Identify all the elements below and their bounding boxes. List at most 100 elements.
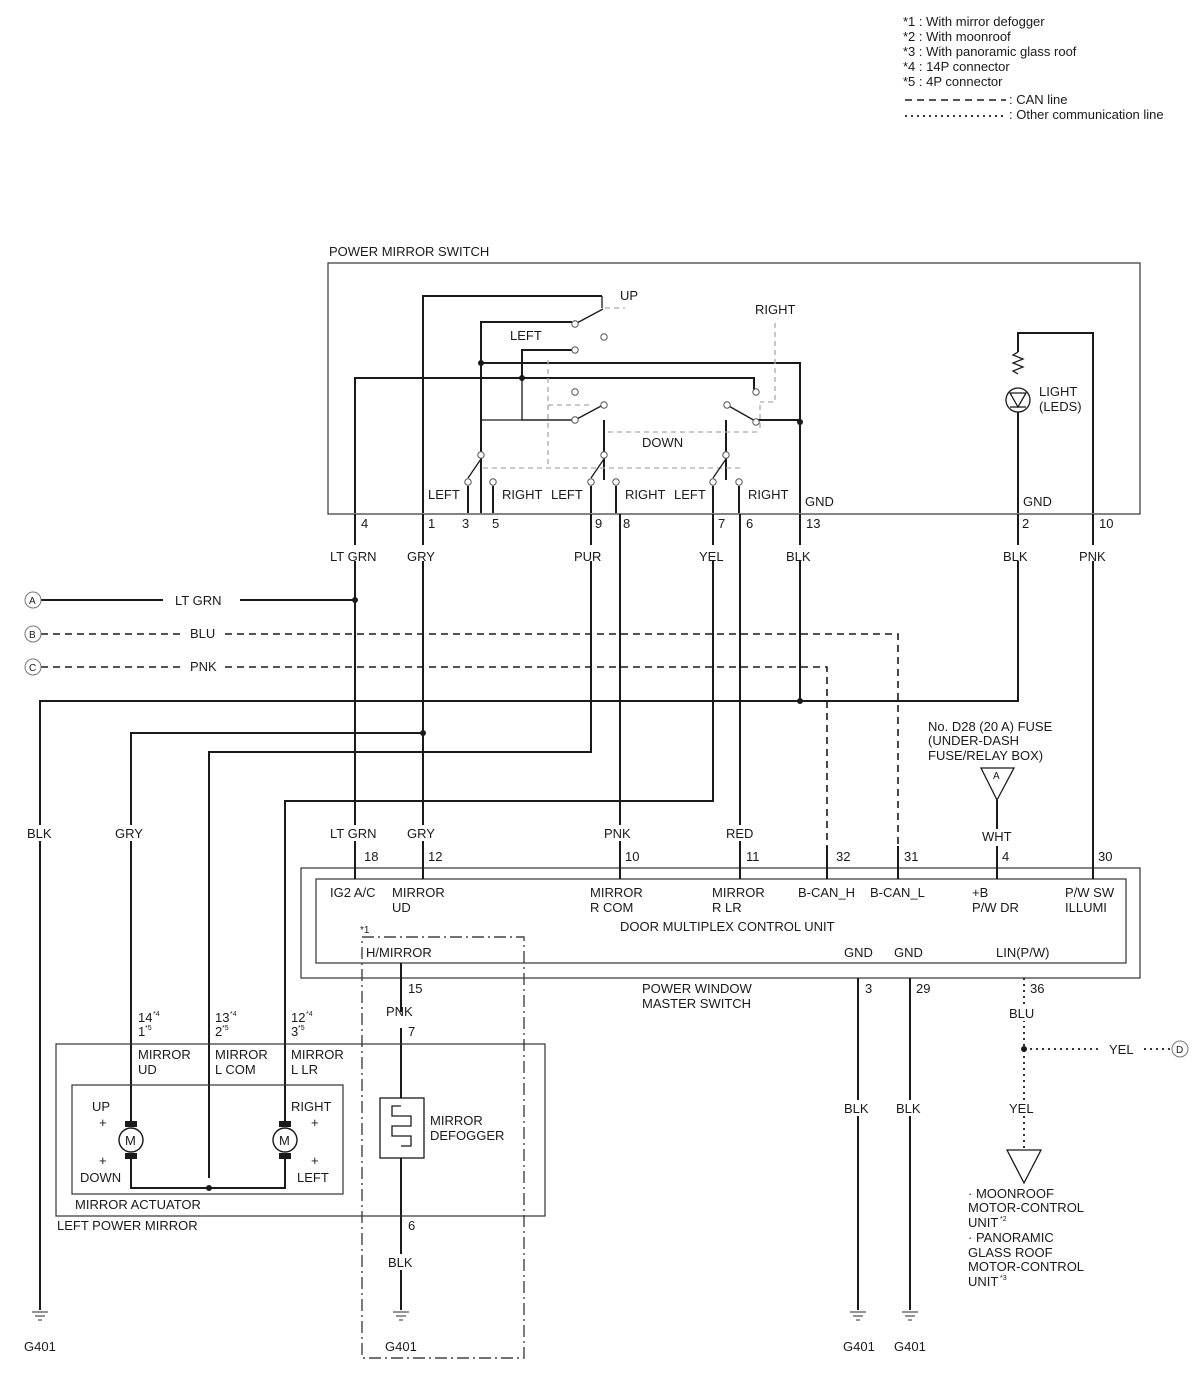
wire-can-blu [41,633,899,846]
switch-up-label: UP [620,288,638,303]
defogger-option-box [361,936,525,1359]
dmcu-pin-3: 3 [865,981,872,996]
ground-label-1: G401 [24,1339,56,1354]
fuse-line-1: No. D28 (20 A) FUSE [928,719,1053,734]
power-mirror-switch-title: POWER MIRROR SWITCH [329,244,489,259]
mirror-lcom-label-2: L COM [215,1062,256,1077]
motor-ud-icon [118,1127,144,1153]
power-mirror-switch-box [327,262,1141,515]
motor-up-label: UP [92,1099,110,1114]
motor-down-plus: + [99,1153,107,1168]
moonroof-line-4: · PANORAMIC [968,1230,1054,1245]
ground-label-4: G401 [894,1339,926,1354]
mirror-llr-label-1: MIRROR [291,1047,344,1062]
mirror-pin-1-note: *5 [145,1025,152,1032]
wire-label-lt-grn: LT GRN [330,549,376,564]
switch-contact-up [574,308,604,325]
mirror-pin-13-note: *4 [230,1011,237,1018]
dmcu-pin-36: 36 [1030,981,1044,996]
connector-d-letter: D [1176,1045,1183,1056]
lower-wiring: D YEL BLK BLK BLU YEL · MOONROOF MOTOR-C… [400,963,1189,1310]
defogger-heater-icon [379,1097,425,1159]
power-mirror-switch: POWER MIRROR SWITCH [327,244,1141,531]
wire-labels-top: LT GRN GRY PUR YEL BLK BLK PNK [328,545,1111,564]
mirror-actuator-title: MIRROR ACTUATOR [75,1197,201,1212]
legend-note-5: *5 : 4P connector [903,74,1003,89]
terminal-mirror-ud-1: MIRROR [392,885,445,900]
switch-pin-7: 7 [718,516,725,531]
ground-icon-2 [393,1311,409,1321]
switch-pin-6: 6 [746,516,753,531]
switch-up-common-wire [422,295,602,513]
terminal-lin: LIN(P/W) [996,945,1049,960]
wire-label-pur: PUR [574,549,601,564]
switch-pin-4: 4 [361,516,368,531]
mirror-pin-2-note: *5 [222,1025,229,1032]
terminal-bcan-l: B-CAN_L [870,885,925,900]
wire-can-pnk [41,666,828,846]
wire-pur [208,514,592,1178]
defogger-note: *1 [360,925,370,936]
switch-right-label: RIGHT [755,302,796,317]
terminal-ig2: IG2 A/C [330,885,376,900]
switch-light-wire [1017,332,1094,513]
terminal-h-mirror: H/MIRROR [366,945,432,960]
moonroof-line-7: UNIT [968,1274,998,1289]
switch-down-label: DOWN [642,435,683,450]
terminal-pw-sw-2: ILLUMI [1065,900,1107,915]
switch-pin-5: 5 [492,516,499,531]
mirror-pin-3: 3 [291,1024,298,1039]
wire-label-gnd-blk-1: BLK [844,1101,869,1116]
ground-icon-1 [32,1311,48,1321]
terminal-mirror-rcom-2: R COM [590,900,633,915]
switch-ig-wire [354,377,755,513]
wire-label-gry: GRY [407,549,435,564]
switch-contact-right [726,404,758,423]
mirror-pin-3-note: *5 [298,1025,305,1032]
connectors-left: A LT GRN B BLU C PNK [24,591,221,676]
mirror-pin-1: 1 [138,1024,145,1039]
master-switch-title-2: MASTER SWITCH [642,996,751,1011]
switch-pin-10: 10 [1099,516,1113,531]
motor-left-label: LEFT [297,1170,329,1185]
fuse-letter: A [993,771,1000,782]
wire-label-mid-red: RED [726,826,753,841]
connector-a-letter: A [29,596,36,607]
motor-lr-label: M [279,1133,290,1148]
legend-note-2: *2 : With moonroof [903,29,1011,44]
motor-right-plus: + [311,1115,319,1130]
dmcu-pin-30: 30 [1098,849,1112,864]
moonroof-line-3: UNIT [968,1215,998,1230]
left-power-mirror: LEFT POWER MIRROR MIRROR ACTUATOR 14 *4 … [55,1010,546,1233]
terminal-b-plus-2: P/W DR [972,900,1019,915]
light-label: LIGHT [1039,384,1077,399]
lower-label-left-1: LEFT [428,487,460,502]
legend: *1 : With mirror defogger *2 : With moon… [903,14,1164,122]
legend-note-1: *1 : With mirror defogger [903,14,1045,29]
terminal-pw-sw-1: P/W SW [1065,885,1115,900]
wire-label-lin-blu: BLU [1009,1006,1034,1021]
lower-label-right-3: RIGHT [748,487,789,502]
motor-ud-label: M [125,1133,136,1148]
connector-c-icon [24,658,42,676]
mirror-llr-label-2: L LR [291,1062,318,1077]
ground-label-3: G401 [843,1339,875,1354]
mirror-pin-12: 12 [291,1010,305,1025]
switch-pin-13: 13 [806,516,820,531]
terminal-gnd-1: GND [844,945,873,960]
connector-b-letter: B [29,630,36,641]
wire-yel [284,514,714,1121]
wire-label-blk-2: BLK [1003,549,1028,564]
left-power-mirror-box [55,1043,546,1217]
mirror-defogger: *1 PNK 7 MIRROR DEFOGGER 6 BLK [360,925,525,1359]
dmcu-pin-31: 31 [904,849,918,864]
mirror-ud-label-1: MIRROR [138,1047,191,1062]
dmcu-pin-12: 12 [428,849,442,864]
wire-blk-gnd [39,514,1019,1310]
terminal-mirror-rlr-1: MIRROR [712,885,765,900]
led-icon [1005,387,1031,413]
motor-down-label: DOWN [80,1170,121,1185]
defogger-label-2: DEFOGGER [430,1128,504,1143]
defogger-wire-top: PNK [386,1004,413,1019]
